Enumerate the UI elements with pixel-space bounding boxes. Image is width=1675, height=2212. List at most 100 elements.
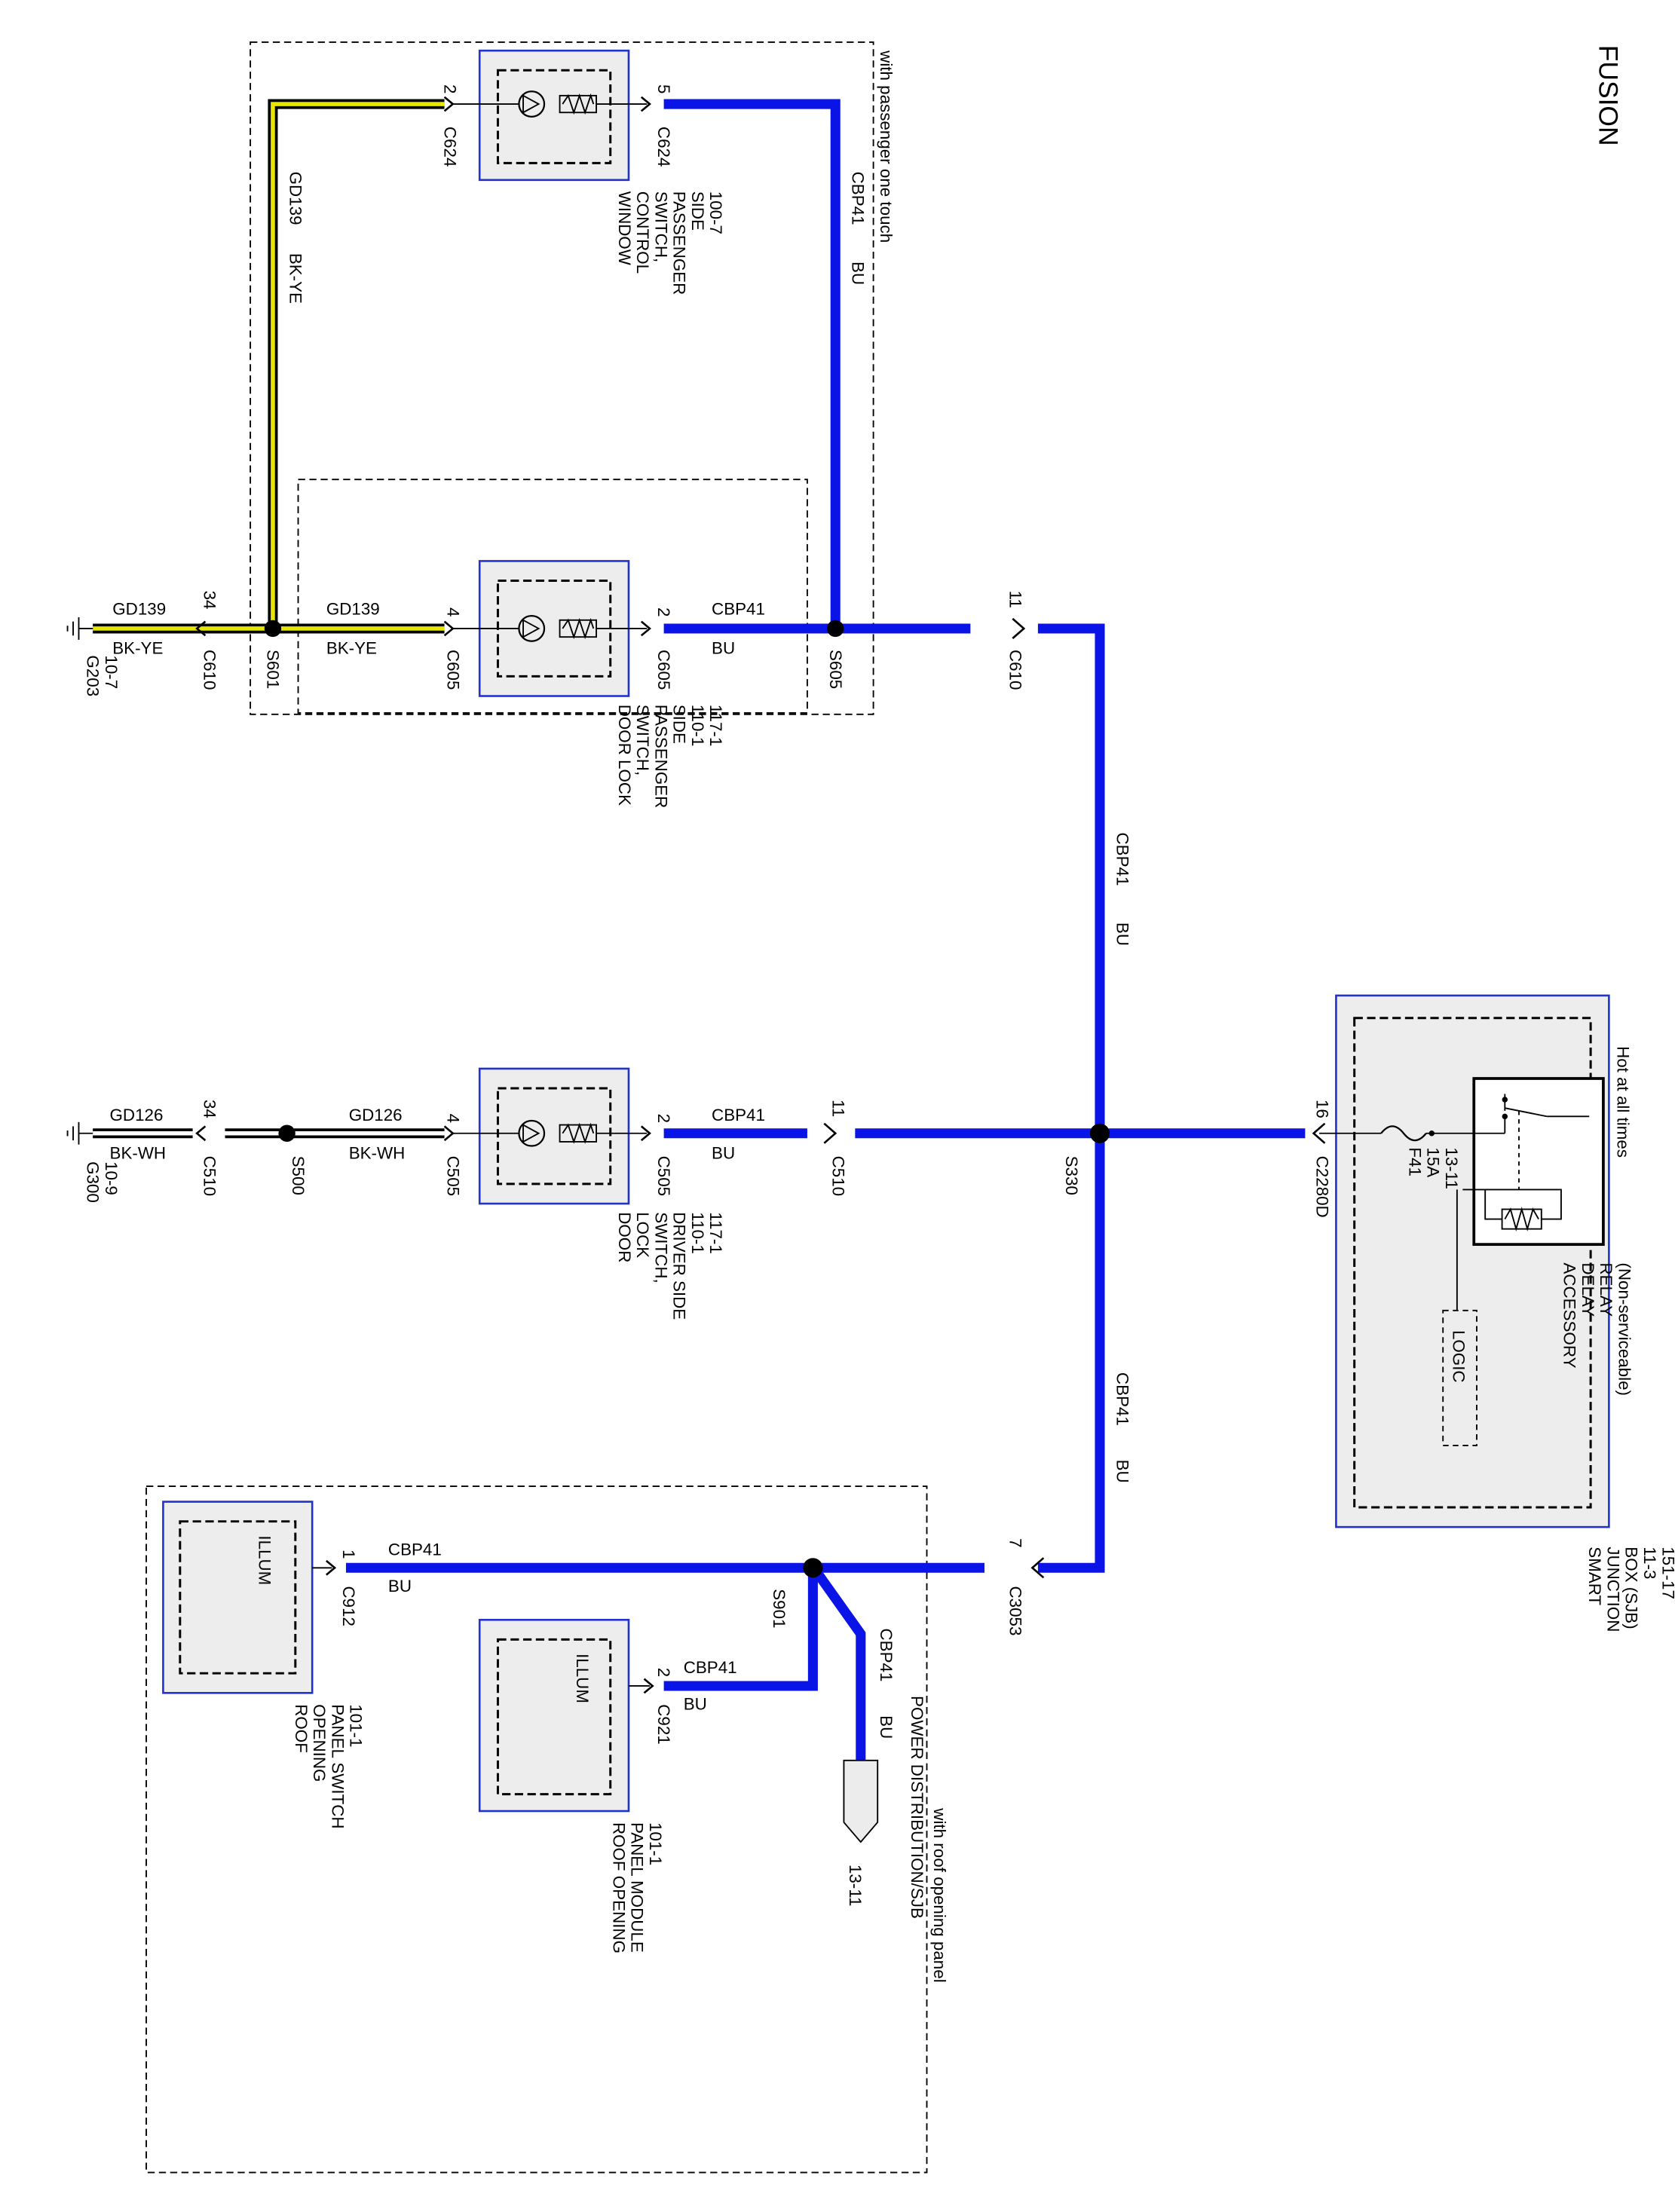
ground-icon-g203 [66, 617, 93, 640]
power-distribution-offpage-icon [843, 1759, 879, 1843]
pin-c605-4: 4 [443, 607, 462, 616]
wire-label-bkye-c605: BK-YE [326, 639, 377, 658]
diagram-title: FUSION [1593, 45, 1623, 146]
blue-wires [345, 99, 1306, 1761]
wire-label-bkye-g203: BK-YE [112, 639, 163, 658]
wire-label-bu-c921: BU [684, 1695, 707, 1714]
connector-c505-pin4-arrow [443, 1125, 455, 1142]
splice-s601 [264, 620, 282, 638]
label-door-lock-switch-passenger: DOOR LOCK SWITCH, PASSENGER SIDE 110-1 1… [615, 705, 725, 813]
door-lock-switch-driver [452, 1067, 648, 1205]
label-illum-roof-module: ILLUM [573, 1654, 592, 1703]
splice-s500 [278, 1124, 295, 1142]
splice-s330 [1089, 1123, 1110, 1143]
wire-label-cbp41-trunk-upper: CBP41 [1113, 832, 1131, 886]
roof-opening-panel-box [145, 1485, 928, 2174]
wire-label-cbp41-trunk-lower: CBP41 [1113, 1372, 1131, 1426]
connector-c610-left: C610 [201, 650, 219, 690]
wire-label-gd139-c605: GD139 [326, 599, 380, 618]
pin-c610-34: 34 [201, 591, 219, 610]
fuse-icon [1380, 1125, 1427, 1142]
connector-c605-right: C605 [654, 650, 673, 690]
connector-c505-pin2-arrow [640, 1125, 651, 1142]
connector-c610-right: C610 [1006, 650, 1025, 690]
wire-label-cbp41-power-dist: CBP41 [877, 1628, 896, 1681]
ground-wire-gd139 [93, 99, 445, 634]
label-window-control-switch: WINDOW CONTROL SWITCH, PASSENGER SIDE 10… [615, 191, 725, 300]
wire-label-bu-c505: BU [712, 1143, 735, 1162]
wire-label-cbp41-c912: CBP41 [388, 1540, 442, 1559]
door-lock-passenger-dashed-box [297, 479, 808, 714]
connector-c624-pin2-arrow [443, 96, 455, 112]
relay-contact-icon [1505, 1107, 1548, 1118]
smart-junction-box [1319, 994, 1610, 1528]
connector-c624-right: C624 [654, 127, 673, 167]
note-roof-opening-panel: with roof opening panel [930, 1807, 949, 1982]
splice-label-s901: S901 [770, 1589, 789, 1628]
label-roof-opening-panel-module: ROOF OPENING PANEL MODULE 101-1 [609, 1822, 665, 1958]
pin-c510-11: 11 [828, 1100, 847, 1117]
connector-c510-left: C510 [201, 1156, 219, 1197]
relay-box [1472, 1077, 1605, 1247]
connector-c610-pin34-arrow [195, 620, 207, 637]
pin-c3053-7: 7 [1006, 1538, 1025, 1547]
connector-c510-right: C510 [828, 1156, 847, 1197]
ground-icon-g300 [66, 1121, 93, 1145]
label-roof-opening-panel-switch: ROOF OPENING PANEL SWITCH 101-1 [292, 1704, 366, 1834]
pin-c624-2: 2 [441, 84, 460, 93]
label-smart-junction-box: SMART JUNCTION BOX (SJB) 11-3 151-17 [1585, 1547, 1675, 1636]
wire-label-bu-c912: BU [388, 1577, 412, 1596]
wire-label-gd126-g300: GD126 [110, 1106, 164, 1124]
connector-c505-right: C505 [654, 1156, 673, 1197]
connector-c605-pin2-arrow [640, 620, 651, 637]
passenger-one-touch-box [250, 41, 874, 715]
label-power-distribution: POWER DISTRIBUTION/SJB [908, 1696, 926, 1919]
wire-label-gd126-c505: GD126 [349, 1106, 403, 1124]
note-hot-at-all-times: Hot at all times [1614, 1046, 1633, 1158]
wire-label-bu-trunk-lower: BU [1113, 1460, 1131, 1483]
connector-arrows [195, 96, 1326, 1694]
label-relay: ACCESSORY DELAY RELAY (Non-serviceable) [1560, 1262, 1634, 1396]
label-door-lock-switch-driver: DOOR LOCK SWITCH, DRIVER SIDE 110-1 117-… [615, 1212, 725, 1324]
wire-label-bu-trunk-upper: BU [1113, 922, 1131, 946]
connector-c624-left: C624 [441, 127, 460, 167]
wire-label-gd139-vertical: GD139 [286, 172, 305, 225]
connector-c912-pin1-arrow [326, 1559, 337, 1576]
splice-label-s330: S330 [1062, 1156, 1081, 1195]
roof-opening-panel-module [478, 1618, 650, 1813]
wire-cbp41-window [663, 99, 841, 629]
pin-c912-1: 1 [339, 1550, 358, 1559]
wire-label-gd139-g203: GD139 [112, 599, 166, 618]
connector-c3053: C3053 [1006, 1586, 1025, 1636]
wire-label-cbp41-c505: CBP41 [712, 1106, 765, 1124]
wire-cbp41-trunk [1037, 623, 1105, 1573]
ground-label-g203: G20310-7 [84, 655, 121, 696]
pin-c605-2: 2 [654, 607, 673, 616]
door-lock-switch-passenger [452, 560, 648, 697]
logic-block [1442, 1309, 1477, 1446]
roof-opening-panel-switch [162, 1501, 332, 1694]
pin-c505-2: 2 [654, 1114, 673, 1123]
label-illum-roof-switch: ILLUM [255, 1535, 274, 1585]
label-power-distribution-ref: 13-11 [846, 1865, 865, 1907]
wire-label-bu-c605: BU [712, 639, 735, 658]
connector-c912: C912 [339, 1586, 358, 1627]
splice-s901 [803, 1558, 823, 1578]
splice-label-s500: S500 [289, 1156, 308, 1195]
connector-c3053-pin7-arrow [1030, 1557, 1045, 1579]
wire-label-cbp41-window: CBP41 [849, 172, 868, 225]
pin-c610-11: 11 [1006, 591, 1025, 608]
pin-c510-34: 34 [201, 1100, 219, 1118]
wire-label-cbp41-c605: CBP41 [712, 599, 765, 618]
note-passenger-one-touch: with passenger one touch [877, 50, 896, 243]
pin-c2280d-16: 16 [1312, 1100, 1331, 1118]
connector-c605-left: C605 [443, 650, 462, 690]
label-logic: LOGIC [1449, 1330, 1468, 1383]
connector-c610-pin11-arrow [1012, 617, 1026, 640]
wire-label-bkwh-g300: BK-WH [110, 1143, 167, 1162]
connector-c624-pin5-arrow [640, 96, 651, 112]
splice-label-s605: S605 [826, 650, 845, 689]
window-control-switch [452, 49, 648, 182]
connector-c605-pin4-arrow [443, 620, 455, 637]
